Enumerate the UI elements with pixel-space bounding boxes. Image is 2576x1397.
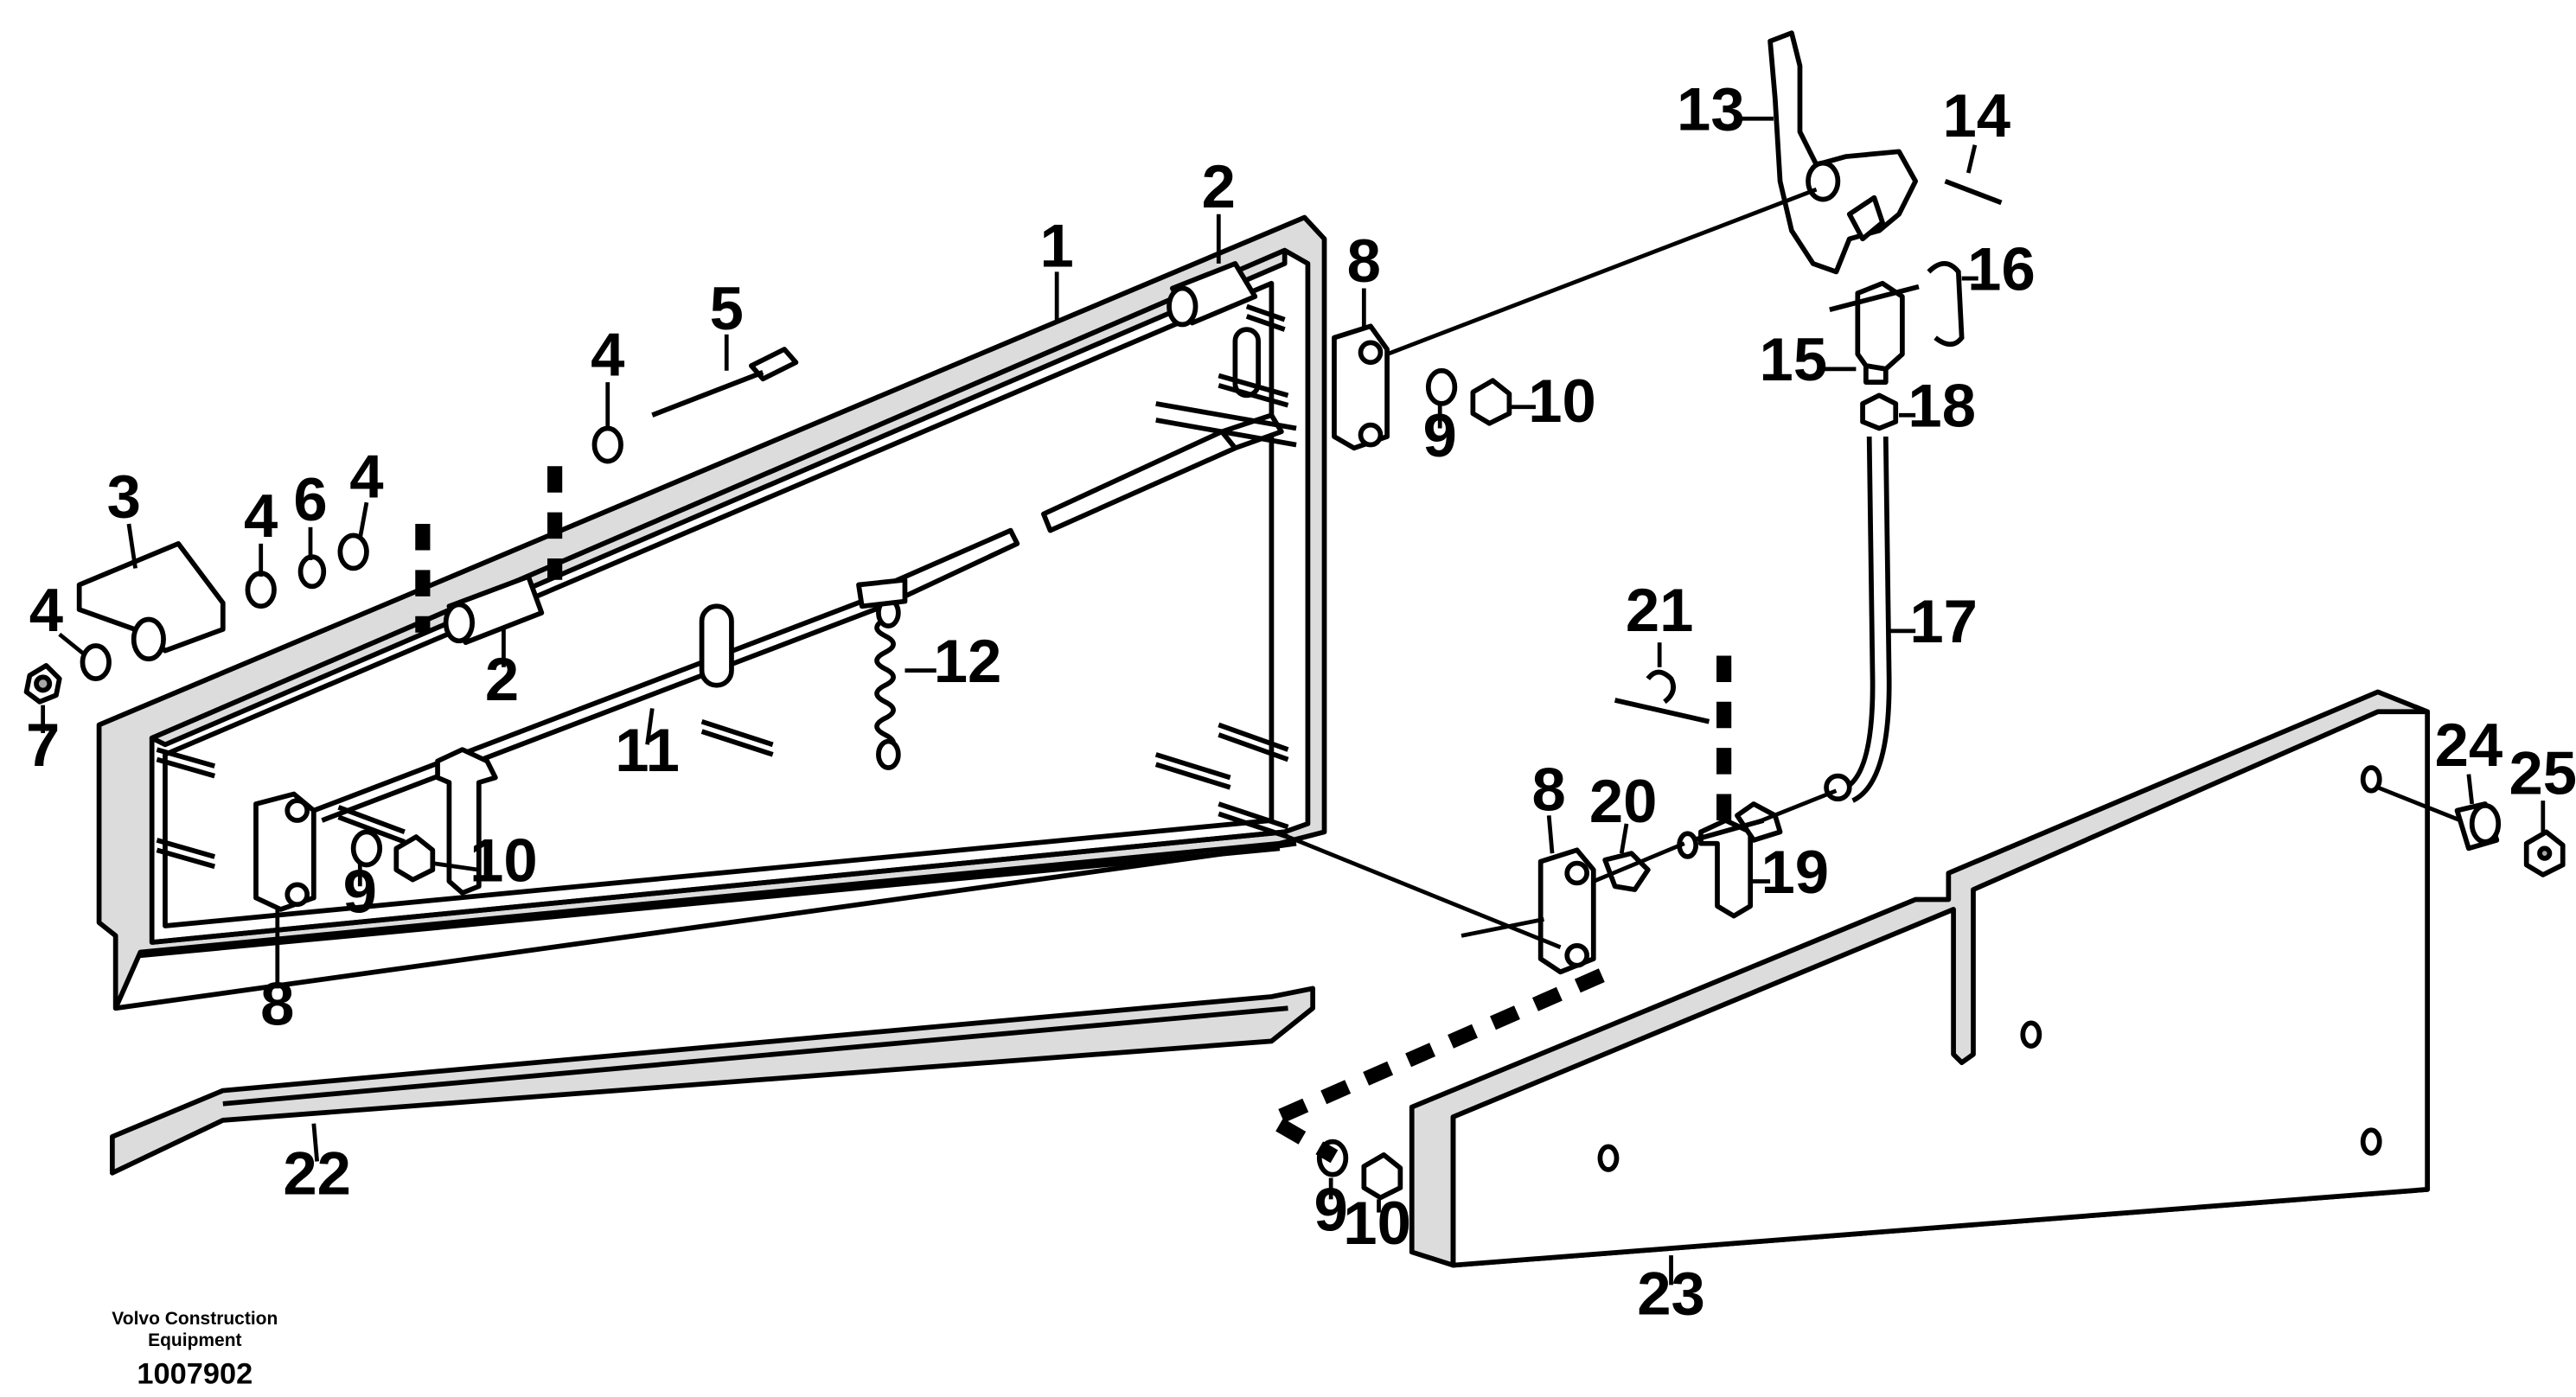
label-17: 17 [1909, 587, 1978, 655]
label-20: 20 [1589, 767, 1658, 835]
label-3: 3 [107, 462, 141, 530]
label-4-c: 4 [29, 576, 63, 644]
clevis-part-15 [1829, 280, 1920, 385]
clip-part-20 [1602, 851, 1651, 892]
label-5: 5 [710, 274, 744, 342]
spacer-part-2-upper [1167, 261, 1258, 328]
hinge-part-3 [23, 347, 799, 705]
label-15: 15 [1760, 325, 1828, 393]
label-18: 18 [1908, 372, 1976, 440]
label-4-d: 4 [591, 321, 624, 389]
lever-part-13 [1767, 30, 1919, 275]
label-7: 7 [26, 711, 60, 779]
label-2-lower: 2 [485, 645, 519, 713]
callout-labels: 1 2 2 3 4 4 4 4 5 6 7 8 8 8 9 9 9 10 10 … [26, 75, 2576, 1328]
label-23: 23 [1637, 1260, 1705, 1328]
label-8-right: 8 [1532, 756, 1566, 824]
label-10-c: 10 [1343, 1189, 1411, 1257]
label-13: 13 [1677, 75, 1745, 144]
label-10-b: 10 [1528, 367, 1596, 435]
label-4-a: 4 [244, 482, 278, 550]
label-10-a: 10 [470, 826, 538, 895]
rod-part-17 [1824, 436, 1892, 803]
label-1: 1 [1040, 212, 1074, 280]
slot-link [699, 603, 734, 688]
label-12: 12 [934, 627, 1002, 695]
label-8-left: 8 [260, 969, 294, 1037]
label-14: 14 [1943, 81, 2011, 150]
label-6: 6 [293, 465, 327, 533]
footer: Volvo Construction Equipment 1007902 [112, 1309, 278, 1391]
studs [156, 303, 1289, 870]
leader-lines [41, 116, 2546, 1285]
link-plate-8-left [253, 791, 316, 912]
link-plate-8-top [1332, 323, 1390, 451]
brand-line-2: Equipment [148, 1330, 241, 1350]
nut-part-25 [2523, 829, 2566, 877]
clip-part-16 [1927, 261, 1965, 348]
rod-end-bracket [435, 577, 908, 896]
label-22: 22 [283, 1139, 351, 1208]
link-plate-8-right [1537, 847, 1596, 975]
brand-line-1: Volvo Construction [112, 1309, 278, 1329]
label-4-b: 4 [349, 443, 383, 511]
label-9-c: 9 [1314, 1176, 1347, 1244]
drawing-number: 1007902 [137, 1358, 252, 1391]
nut-part-18 [1860, 392, 1899, 431]
label-16: 16 [1967, 234, 2036, 303]
label-8-top: 8 [1347, 226, 1381, 295]
strip-part-22 [109, 986, 1316, 1176]
panel-part-23 [1409, 689, 2430, 1268]
dashed-lines [415, 466, 1732, 1164]
label-19: 19 [1761, 838, 1829, 906]
clip-part-21 [1614, 669, 1710, 724]
bushing-part-24 [2454, 801, 2502, 852]
label-25: 25 [2509, 739, 2576, 807]
label-21: 21 [1626, 576, 1694, 644]
rod-part-11 [312, 401, 1297, 823]
label-9-a: 9 [343, 858, 377, 926]
spacer-part-2-lower [443, 574, 545, 646]
pin-part-14 [1944, 178, 2003, 206]
label-9-b: 9 [1423, 401, 1457, 469]
assembly-lines [1287, 187, 2462, 949]
label-2-upper: 2 [1202, 152, 1236, 220]
label-24: 24 [2435, 711, 2503, 779]
label-11: 11 [615, 716, 680, 784]
